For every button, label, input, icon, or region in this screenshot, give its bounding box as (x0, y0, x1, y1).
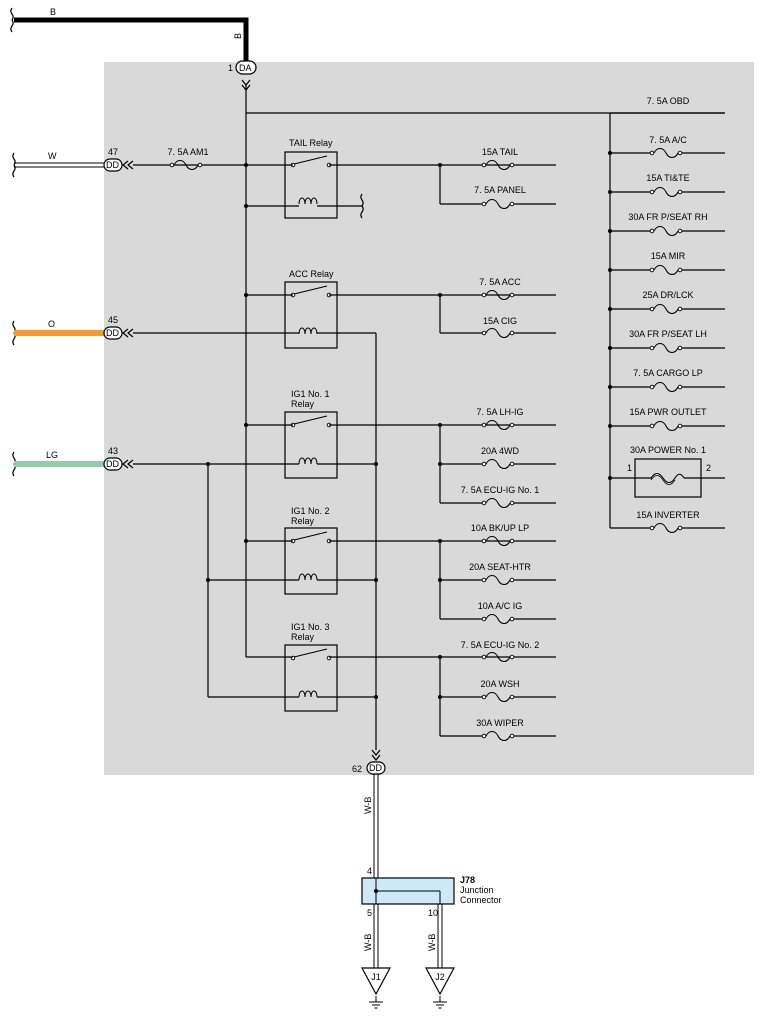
svg-text:30A FR P/SEAT RH: 30A FR P/SEAT RH (628, 212, 707, 222)
svg-text:30A WIPER: 30A WIPER (476, 718, 524, 728)
fuse-fr-pseat-lh: 30A FR P/SEAT LH (608, 329, 725, 354)
ig1-circuit: LG 43 DD IG1 No. 1 Relay 7. 5A LH- (12, 389, 556, 742)
svg-text:B: B (233, 33, 243, 39)
fuse-dr-lck: 25A DR/LCK (608, 290, 725, 315)
svg-text:DA: DA (239, 63, 252, 73)
fuse-tite: 15A TI&TE (608, 173, 725, 198)
fuse-mir: 15A MIR (608, 251, 725, 276)
svg-text:15A INVERTER: 15A INVERTER (636, 510, 700, 520)
svg-text:W-B: W-B (427, 934, 437, 951)
svg-text:IG1 No. 2: IG1 No. 2 (291, 506, 330, 516)
svg-text:DD: DD (106, 328, 119, 338)
svg-text:Relay: Relay (291, 399, 315, 409)
svg-text:DD: DD (106, 459, 119, 469)
svg-text:30A FR P/SEAT LH: 30A FR P/SEAT LH (629, 329, 707, 339)
svg-text:45: 45 (108, 315, 118, 325)
svg-text:DD: DD (369, 763, 382, 773)
svg-text:15A TAIL: 15A TAIL (482, 147, 518, 157)
fuse-fr-pseat-rh: 30A FR P/SEAT RH (608, 212, 725, 237)
svg-text:15A MIR: 15A MIR (651, 251, 686, 261)
fuse-obd: 7. 5A OBD (610, 96, 725, 114)
svg-text:W: W (48, 151, 57, 161)
svg-text:43: 43 (108, 446, 118, 456)
ground-circuit: 62 DD W-B 4 J78 Junction Connector 5 10 … (352, 749, 502, 1009)
svg-text:4: 4 (367, 866, 372, 876)
svg-text:7. 5A PANEL: 7. 5A PANEL (474, 185, 526, 195)
svg-text:7. 5A OBD: 7. 5A OBD (647, 96, 690, 106)
svg-text:DD: DD (106, 160, 119, 170)
svg-text:20A 4WD: 20A 4WD (481, 446, 520, 456)
svg-text:W-B: W-B (363, 934, 373, 951)
svg-text:7. 5A AM1: 7. 5A AM1 (167, 147, 208, 157)
ground-j2 (424, 967, 456, 996)
svg-text:IG1 No. 3: IG1 No. 3 (291, 622, 330, 632)
svg-text:7. 5A ACC: 7. 5A ACC (479, 277, 521, 287)
svg-text:15A PWR OUTLET: 15A PWR OUTLET (629, 407, 707, 417)
battery-wire-b: B B (10, 7, 249, 62)
svg-text:Connector: Connector (460, 895, 502, 905)
svg-text:Relay: Relay (291, 632, 315, 642)
svg-text:LG: LG (46, 450, 58, 460)
svg-text:10A A/C IG: 10A A/C IG (478, 601, 523, 611)
svg-text:Junction: Junction (460, 885, 494, 895)
svg-text:10A BK/UP LP: 10A BK/UP LP (471, 523, 529, 533)
fuse-inverter: 15A INVERTER (610, 510, 725, 534)
svg-text:7. 5A A/C: 7. 5A A/C (649, 135, 687, 145)
svg-text:B: B (50, 7, 56, 17)
fuse-power-no1: 30A POWER No. 1 1 2 (608, 445, 725, 498)
svg-text:7. 5A CARGO LP: 7. 5A CARGO LP (633, 368, 703, 378)
svg-text:7. 5A LH-IG: 7. 5A LH-IG (476, 407, 523, 417)
svg-text:O: O (48, 319, 55, 329)
svg-text:J2: J2 (435, 972, 445, 982)
tail-relay: TAIL Relay 15A TAIL 7. 5A PANEL (244, 138, 556, 219)
svg-text:25A DR/LCK: 25A DR/LCK (642, 290, 693, 300)
svg-text:47: 47 (108, 147, 118, 157)
svg-text:2: 2 (706, 463, 711, 473)
svg-text:1: 1 (627, 463, 632, 473)
svg-text:62: 62 (352, 764, 362, 774)
svg-text:15A CIG: 15A CIG (483, 316, 517, 326)
svg-text:TAIL Relay: TAIL Relay (289, 138, 333, 148)
svg-text:J1: J1 (371, 972, 381, 982)
svg-text:10: 10 (428, 908, 438, 918)
svg-text:20A WSH: 20A WSH (480, 679, 519, 689)
svg-text:1: 1 (228, 63, 233, 73)
svg-text:15A TI&TE: 15A TI&TE (646, 173, 689, 183)
right-fuse-column: 7. 5A OBD 7. 5A A/C 15A TI&TE 30A FR P/S… (608, 96, 725, 534)
svg-text:W-B: W-B (363, 797, 373, 814)
svg-text:J78: J78 (460, 875, 475, 885)
fuse-cargo-lp: 7. 5A CARGO LP (608, 368, 725, 393)
svg-text:Relay: Relay (291, 516, 315, 526)
svg-text:30A POWER No. 1: 30A POWER No. 1 (630, 445, 706, 455)
svg-text:20A SEAT-HTR: 20A SEAT-HTR (469, 562, 531, 572)
fuse-ac: 7. 5A A/C (608, 135, 725, 159)
svg-text:IG1 No. 1: IG1 No. 1 (291, 389, 330, 399)
junction-block-panel (104, 62, 754, 775)
fuse-pwr-outlet: 15A PWR OUTLET (608, 407, 725, 432)
svg-text:5: 5 (367, 908, 372, 918)
svg-text:7. 5A ECU-IG No. 2: 7. 5A ECU-IG No. 2 (461, 640, 540, 650)
svg-text:7. 5A ECU-IG No. 1: 7. 5A ECU-IG No. 1 (461, 485, 540, 495)
svg-text:ACC Relay: ACC Relay (289, 269, 334, 279)
ground-j1 (360, 967, 392, 996)
